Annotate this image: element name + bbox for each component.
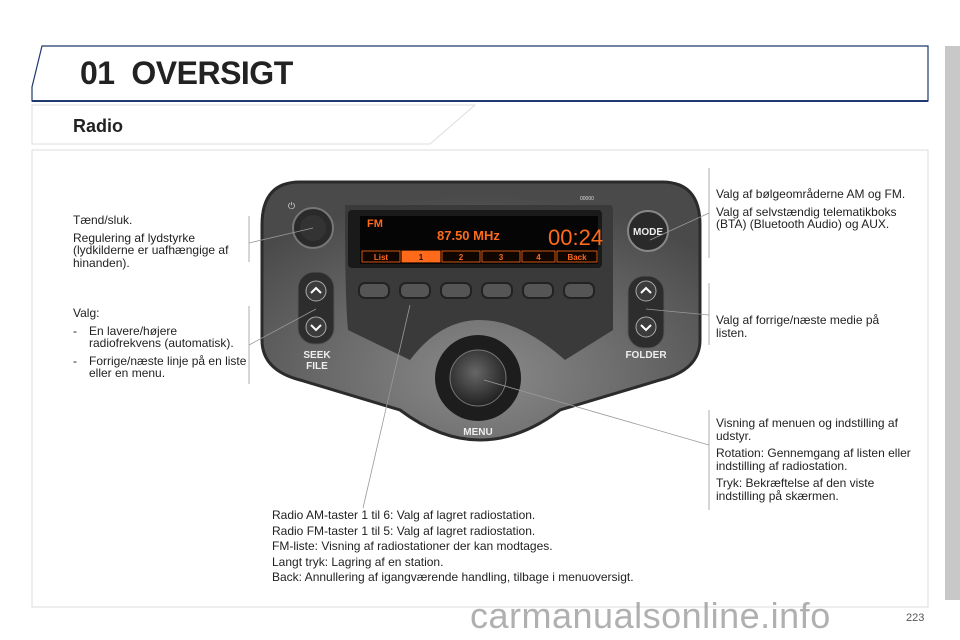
seek-item: -Forrige/næste linje på en liste eller e…	[73, 353, 247, 380]
display-frequency: 87.50 MHz	[437, 228, 500, 243]
preset-button-1[interactable]	[358, 282, 390, 299]
power-volume-description: Tænd/sluk. Regulering af lydstyrke (lydk…	[73, 214, 248, 274]
softkey-label: 3	[499, 253, 504, 262]
menu-description: Visning af menuen og indstilling af udst…	[716, 416, 911, 503]
seek-item: -En lavere/højere radiofrekvens (automat…	[73, 323, 234, 350]
power-text: Tænd/sluk.	[73, 213, 133, 227]
preset-button-2[interactable]	[399, 282, 431, 299]
preset-button-3[interactable]	[440, 282, 472, 299]
display-band: FM	[367, 218, 383, 230]
preset-button-5[interactable]	[522, 282, 554, 299]
page-title: OVERSIGT	[131, 55, 293, 91]
seek-title: Valg:	[73, 306, 100, 320]
menu-label: MENU	[463, 427, 492, 438]
file-label: FILE	[306, 361, 328, 372]
folder-label: FOLDER	[625, 350, 667, 361]
mode-description: Valg af bølgeområderne AM og FM.Valg af …	[716, 187, 906, 231]
leader-lines	[248, 168, 710, 510]
chapter-number: 01	[80, 55, 115, 91]
preset-description: Radio AM-taster 1 til 6: Valg af lagret …	[272, 508, 634, 584]
softkey-label: 1	[419, 253, 424, 262]
page-header: 01 OVERSIGT	[80, 55, 293, 92]
display-clock: 00:24	[548, 225, 603, 250]
watermark: carmanualsonline.info	[470, 595, 831, 636]
seek-description: Valg: -En lavere/højere radiofrekvens (a…	[73, 307, 248, 385]
page-number: 223	[906, 612, 925, 624]
folder-description: Valg af forrige/næste medie på listen.	[716, 313, 880, 340]
softkey-2	[441, 250, 481, 263]
softkey-1	[401, 250, 441, 263]
softkey-list	[361, 250, 401, 263]
softkey-3	[481, 250, 521, 263]
softkey-4	[521, 250, 556, 263]
preset-button-6[interactable]	[563, 282, 595, 299]
seek-label: SEEK	[303, 350, 331, 361]
serial-label: 00000	[580, 196, 594, 202]
power-icon: ⏻	[288, 201, 295, 212]
softkey-label: List	[374, 253, 389, 262]
section-title: Radio	[73, 116, 124, 136]
preset-button-4[interactable]	[481, 282, 513, 299]
softkey-back	[556, 250, 598, 263]
softkey-label: 2	[459, 253, 464, 262]
softkey-label: 4	[536, 253, 541, 262]
mode-button[interactable]: MODE	[633, 227, 663, 238]
volume-text: Regulering af lydstyrke (lydkilderne er …	[73, 230, 229, 270]
softkey-label: Back	[567, 253, 587, 262]
